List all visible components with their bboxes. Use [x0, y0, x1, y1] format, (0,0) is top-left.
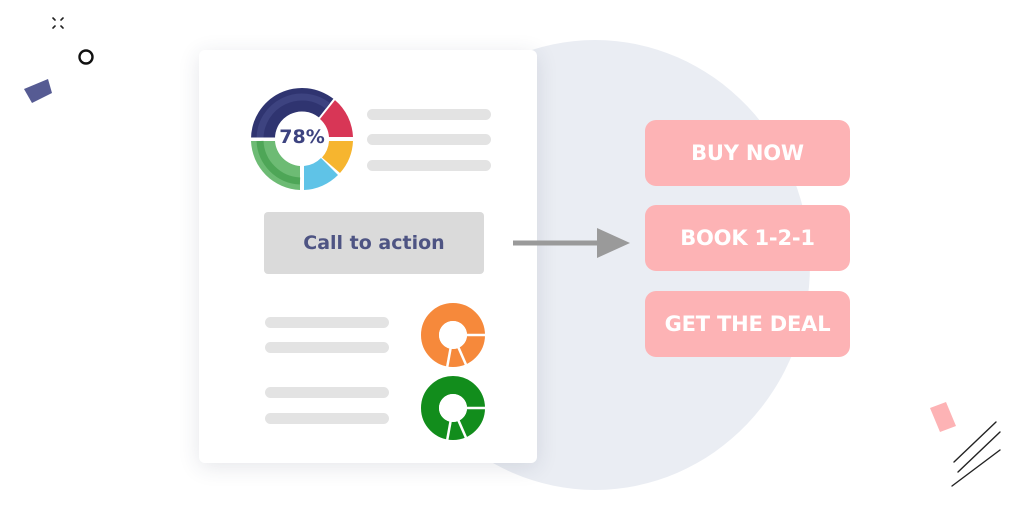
text-line-placeholder [265, 317, 389, 328]
text-line-placeholder [367, 109, 491, 120]
donut-percent-label: 78% [279, 126, 325, 148]
green-ring-icon [421, 376, 486, 441]
donut-chart-icon [250, 87, 353, 190]
text-line-placeholder [265, 387, 389, 398]
arrow-right-icon [513, 228, 630, 258]
buy-now-button[interactable]: BUY NOW [645, 120, 850, 186]
text-line-placeholder [265, 342, 389, 353]
call-to-action-button[interactable]: Call to action [264, 212, 484, 274]
text-line-placeholder [367, 134, 491, 145]
text-line-placeholder [265, 413, 389, 424]
content-card: 78% Call to action [199, 50, 537, 463]
pink-wedge-icon [930, 402, 956, 432]
text-line-placeholder [367, 160, 491, 171]
book-button[interactable]: BOOK 1-2-1 [645, 205, 850, 271]
get-the-deal-button[interactable]: GET THE DEAL [645, 291, 850, 357]
sparkle-icon [52, 17, 64, 29]
navy-wedge-icon [24, 79, 52, 103]
orange-ring-icon [421, 303, 486, 368]
circle-outline-icon [78, 49, 94, 65]
diagonal-lines-icon [951, 421, 1001, 487]
